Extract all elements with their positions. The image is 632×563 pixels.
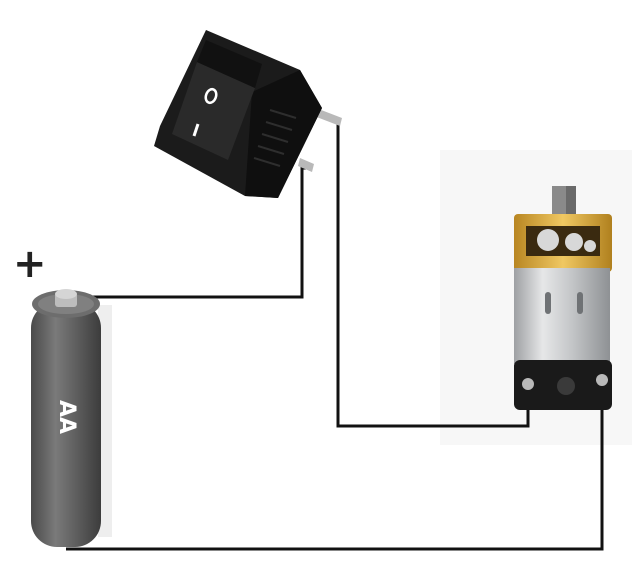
- switch-side-face: [245, 70, 322, 198]
- motor-endcap-hole: [557, 377, 575, 395]
- battery-body: [31, 302, 101, 547]
- motor-can: [514, 268, 610, 364]
- battery-terminal-cap: [55, 289, 77, 299]
- battery-shadow: [98, 305, 112, 537]
- rocker-switch: [154, 30, 342, 198]
- switch-pin-upper: [314, 108, 342, 126]
- switch-ribs: [253, 109, 297, 167]
- switch-off-symbol: [204, 87, 218, 105]
- aa-battery: [31, 289, 112, 547]
- motor-terminal-left: [522, 378, 534, 390]
- gear-motor: [514, 186, 612, 410]
- wire-motor-to-battery: [66, 380, 604, 551]
- battery-positive-label: +: [13, 241, 47, 287]
- battery-type-label: AA: [54, 399, 79, 435]
- motor-slot-left: [545, 292, 551, 314]
- switch-rocker-top: [197, 40, 262, 88]
- motor-shaft-flat: [566, 186, 576, 222]
- switch-on-symbol: [192, 123, 200, 137]
- gear-teeth: [537, 229, 596, 252]
- motor-terminal-right: [596, 374, 608, 386]
- switch-pin-lower: [298, 158, 314, 172]
- motor-slot-right: [577, 292, 583, 314]
